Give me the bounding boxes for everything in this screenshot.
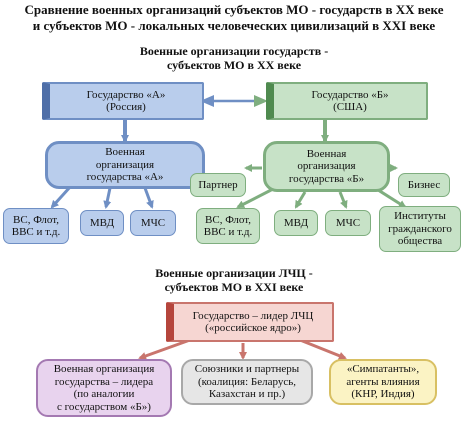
military-org-a: Военная организация государства «А» <box>45 141 205 189</box>
business-box: Бизнес <box>398 173 450 197</box>
partner-box: Партнер <box>190 173 246 197</box>
mchs-b-box: МЧС <box>325 210 371 236</box>
org-b-to-armed-forces <box>236 186 276 209</box>
section2-title-line-1: Военные организации ЛЧЦ - <box>155 266 313 280</box>
section2-title: Военные организации ЛЧЦ - субъектов МО в… <box>0 266 468 294</box>
state-b-box: Государство «Б» (США) <box>266 82 428 120</box>
sympathizers-box: «Симпатанты», агенты влияния (КНР, Индия… <box>329 359 437 405</box>
leader-to-sympathizers <box>299 338 347 360</box>
org-a-to-mchs <box>143 187 154 209</box>
armed-forces-b-box: ВС, Флот, ВВС и т.д. <box>196 208 260 244</box>
section2-title-line-2: субъектов МО в XXI веке <box>164 280 304 294</box>
leader-state-box: Государство – лидер ЛЧЦ («российское ядр… <box>166 302 334 342</box>
title-line-2: и субъектов МО - локальных человеческих … <box>32 18 436 33</box>
section1-title: Военные организации государств - субъект… <box>0 44 468 72</box>
title-line-1: Сравнение военных организаций субъектов … <box>24 2 444 17</box>
leader-military-org-box: Военная организация государства – лидера… <box>36 359 172 417</box>
allies-partners-box: Союзники и партнеры (коалиция: Беларусь,… <box>181 359 313 405</box>
org-b-to-mvd <box>294 191 307 209</box>
org-a-to-mvd <box>103 187 112 209</box>
civil-society-box: Институты гражданского общества <box>379 206 461 252</box>
state-a-box: Государство «А» (Россия) <box>42 82 204 120</box>
leader-to-military-org <box>138 338 191 360</box>
section1-title-line-1: Военные организации государств - <box>139 44 329 58</box>
states-link-arrow-left <box>200 95 214 107</box>
armed-forces-a-box: ВС, Флот, ВВС и т.д. <box>3 208 69 244</box>
states-link-arrow-right <box>254 95 268 107</box>
mvd-b-box: МВД <box>274 210 318 236</box>
section1-title-line-2: субъектов МО в XX веке <box>166 58 302 72</box>
mvd-a-box: МВД <box>80 210 124 236</box>
mchs-a-box: МЧС <box>130 210 176 236</box>
org-b-to-mchs <box>338 191 348 209</box>
diagram-title: Сравнение военных организаций субъектов … <box>0 2 468 34</box>
military-org-b: Военная организация государства «Б» <box>263 141 390 192</box>
